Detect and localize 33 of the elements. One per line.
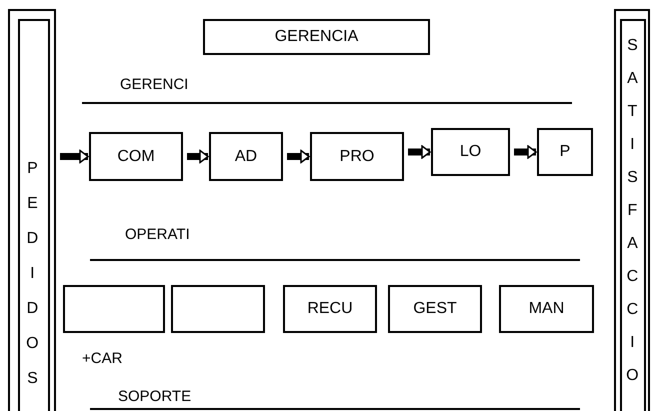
box-label: MAN xyxy=(528,299,564,319)
vertical-column-box xyxy=(8,9,56,411)
box-label: GERENCIA xyxy=(274,27,358,47)
process-box xyxy=(209,132,283,181)
process-box xyxy=(310,132,404,181)
process-box xyxy=(499,285,594,333)
section-label: SOPORTE xyxy=(118,387,192,407)
block-arrow xyxy=(287,150,310,164)
block-arrow xyxy=(514,145,537,159)
block-arrow xyxy=(187,150,209,164)
box-label: AD xyxy=(234,146,258,166)
box-label: PRO xyxy=(340,146,374,166)
section-label: OPERATI xyxy=(125,225,190,245)
section-label: GERENCI xyxy=(120,75,188,95)
box-label: RECU xyxy=(307,299,353,319)
process-box xyxy=(89,132,183,181)
vertical-label: SATISFACCIO xyxy=(626,36,639,386)
box-label: P xyxy=(560,142,570,162)
box-label: COM xyxy=(117,146,155,166)
process-box xyxy=(537,128,593,176)
vertical-label: PEDIDOS xyxy=(26,159,39,389)
section-label: +CAR xyxy=(82,349,122,369)
vertical-column-box xyxy=(614,9,650,411)
empty-box xyxy=(63,285,165,333)
process-box xyxy=(283,285,377,333)
block-arrow xyxy=(60,150,89,164)
box-label: LO xyxy=(460,142,482,162)
process-box xyxy=(203,19,430,55)
empty-box xyxy=(171,285,265,333)
block-arrow xyxy=(408,145,431,159)
process-box xyxy=(388,285,482,333)
box-label: GEST xyxy=(413,299,457,319)
process-box xyxy=(431,128,510,176)
